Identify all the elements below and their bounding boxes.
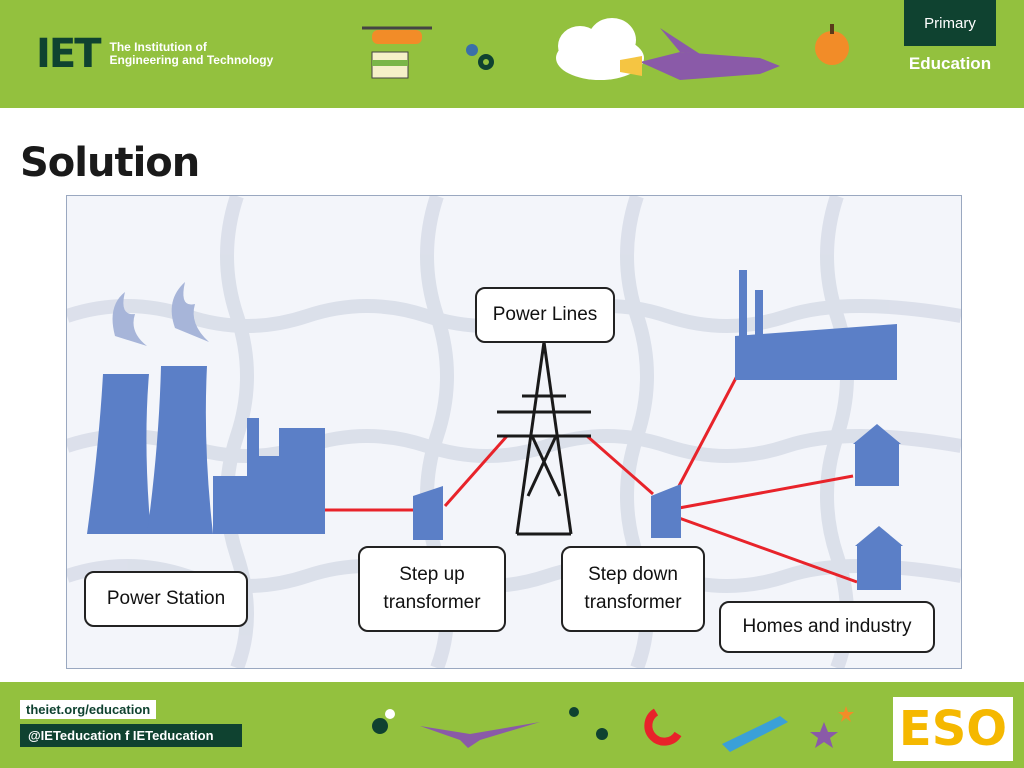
step-down-text-line1: Step down	[588, 564, 678, 585]
smoke-plume-2	[171, 282, 209, 342]
iet-logo-mark: IET	[36, 31, 101, 77]
wire-stepdown-to-house2	[678, 516, 858, 584]
iet-logo-text: The Institution of Engineering and Techn…	[110, 41, 274, 67]
cooling-tower-1	[87, 374, 151, 534]
step-down-transformer-label: Step down transformer	[561, 546, 705, 632]
map-pin-icon	[569, 707, 608, 740]
page-title: Solution	[20, 140, 200, 186]
footer-icons	[372, 706, 854, 752]
wire-stepup-to-pylon	[443, 435, 509, 507]
gears-icon	[466, 44, 494, 70]
step-up-transformer-icon	[413, 486, 443, 540]
factory-icon	[735, 270, 897, 380]
power-station-text: Power Station	[106, 588, 226, 609]
education-label: Education	[908, 54, 992, 73]
cooling-tower-2	[147, 366, 213, 534]
stars-icon	[810, 706, 854, 748]
step-up-transformer-label: Step up transformer	[358, 546, 506, 632]
step-down-text-line2: transformer	[584, 592, 682, 613]
pylon-icon	[497, 341, 591, 536]
step-up-text-line1: Step up	[399, 564, 465, 585]
header-icons	[362, 18, 849, 80]
step-down-transformer-icon	[651, 484, 681, 538]
footer-banner: theiet.org/education @IETeducation f IET…	[0, 682, 1024, 768]
power-lines-label: Power Lines	[475, 287, 615, 343]
step-up-text-line2: transformer	[383, 592, 481, 613]
apple-icon	[815, 24, 849, 65]
header-banner: IET The Institution of Engineering and T…	[0, 0, 1024, 108]
power-lines-text: Power Lines	[492, 304, 598, 325]
pencil-icon	[722, 716, 788, 752]
smoke-plume-1	[112, 292, 147, 346]
website-link[interactable]: theiet.org/education	[20, 700, 157, 719]
house-icon-1	[853, 424, 901, 486]
wire-pylon-to-stepdown	[586, 434, 654, 496]
eso-badge: ESO	[893, 697, 1013, 761]
power-station-icon	[87, 282, 325, 534]
iet-logo[interactable]: IET The Institution of Engineering and T…	[36, 34, 273, 74]
wire-stepdown-to-factory	[677, 375, 739, 487]
house-icon-2	[855, 526, 903, 590]
diagram-panel: Power Station Step up transformer Power …	[66, 195, 962, 669]
power-wires	[325, 375, 858, 584]
iet-logo-line2: Engineering and Technology	[109, 53, 274, 67]
iet-logo-line1: The Institution of	[109, 40, 207, 54]
power-station-label: Power Station	[84, 571, 248, 627]
magnet-icon	[644, 708, 682, 746]
space-shuttle-icon	[620, 28, 780, 80]
homes-industry-label: Homes and industry	[719, 601, 935, 653]
gear-icon	[372, 709, 395, 734]
drone-icon	[362, 26, 432, 79]
homes-industry-text: Homes and industry	[742, 616, 912, 637]
station-building	[213, 418, 325, 534]
wire-stepdown-to-house1	[678, 474, 854, 510]
social-links[interactable]: @IETeducation f IETeducation	[20, 724, 242, 747]
primary-badge: Primary	[904, 0, 996, 46]
glider-icon	[420, 722, 540, 748]
